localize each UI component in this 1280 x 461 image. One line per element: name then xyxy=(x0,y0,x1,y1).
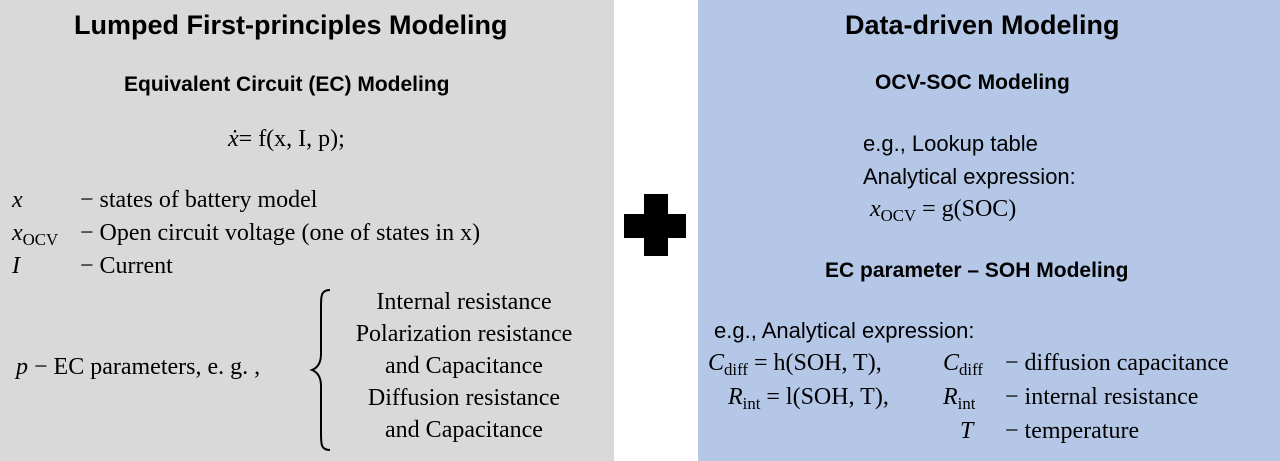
definition-symbol-x: x xyxy=(12,187,23,213)
param-item: and Capacitance xyxy=(385,353,543,379)
right-panel-title: Data-driven Modeling xyxy=(845,10,1120,40)
soh-subtitle: EC parameter – SOH Modeling xyxy=(825,259,1129,282)
temperature-description: − temperature xyxy=(1005,418,1140,444)
ec-modeling-subtitle: Equivalent Circuit (EC) Modeling xyxy=(124,73,450,96)
definition-desc-x: − states of battery model xyxy=(80,187,318,213)
param-item: Diffusion resistance xyxy=(367,385,561,411)
rint-equation: Rint = l(SOH, T), xyxy=(728,384,889,414)
rint-symbol: Rint xyxy=(943,384,976,414)
ocv-equation: xOCV = g(SOC) xyxy=(870,196,1017,226)
definition-desc-xocv: − Open circuit voltage (one of states in… xyxy=(80,220,481,246)
first-principles-panel: Lumped First-principles Modeling Equival… xyxy=(0,0,614,461)
param-item: Polarization resistance xyxy=(355,321,573,347)
left-panel-title: Lumped First-principles Modeling xyxy=(74,10,508,40)
state-equation: ẋ= f(x, I, p); xyxy=(228,126,345,153)
state-derivative: ẋ xyxy=(228,126,239,152)
ec-parameters-label: p − EC parameters, e. g. , xyxy=(16,354,261,380)
ocv-expression-label: Analytical expression: xyxy=(863,164,1076,189)
definition-desc-current: − Current xyxy=(80,253,173,279)
cdiff-symbol: Cdiff xyxy=(943,350,983,380)
state-equation-rhs: = f(x, I, p); xyxy=(238,126,345,152)
ocv-soc-subtitle: OCV-SOC Modeling xyxy=(875,71,1070,94)
curly-brace-icon xyxy=(309,289,331,451)
plus-icon xyxy=(620,190,690,260)
definition-symbol-current: I xyxy=(12,253,20,279)
ocv-eg-text: e.g., Lookup table xyxy=(863,131,1038,156)
ec-parameter-list: Internal resistance Polarization resista… xyxy=(328,286,600,446)
temperature-symbol: T xyxy=(960,418,974,444)
param-item: and Capacitance xyxy=(385,417,543,443)
definition-symbol-xocv: xOCV xyxy=(12,220,59,250)
rint-description: − internal resistance xyxy=(1005,384,1199,410)
cdiff-equation: Cdiff = h(SOH, T), xyxy=(708,350,882,380)
data-driven-panel: Data-driven Modeling OCV-SOC Modeling e.… xyxy=(698,0,1280,461)
cdiff-description: − diffusion capacitance xyxy=(1005,350,1229,376)
soh-eg-text: e.g., Analytical expression: xyxy=(714,318,975,343)
param-item: Internal resistance xyxy=(376,289,552,315)
